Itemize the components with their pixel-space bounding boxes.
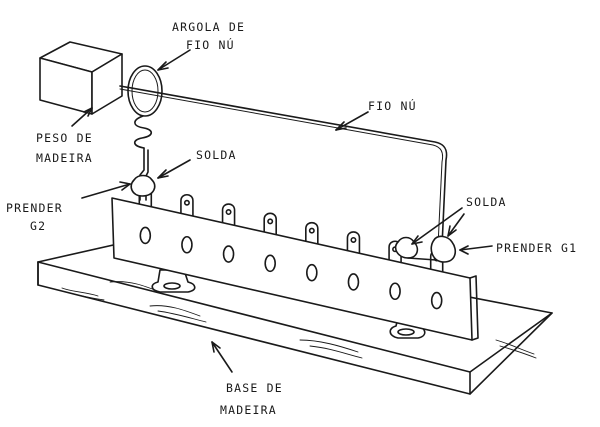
arrow-solda-right-2 (447, 213, 465, 237)
socket-lug (305, 221, 319, 248)
socket-holes (139, 226, 443, 310)
solder-joint-left (130, 174, 156, 197)
socket-lug-eyelet (183, 199, 190, 206)
strip-foot-left (151, 269, 196, 293)
arrow-solda-right-1 (411, 207, 463, 245)
arrow-prender-g1 (459, 245, 493, 251)
bare-wire-ring-assembly (119, 65, 457, 263)
label-prender-g1: PRENDER G1 (496, 241, 577, 255)
label-base-line1: BASE DE (226, 381, 283, 395)
arrow-prender-g2 (81, 183, 131, 199)
arrow-peso (71, 107, 93, 127)
socket-lug-eyelet (308, 227, 315, 234)
arrow-fio-nu (335, 111, 369, 131)
solder-joint-right-2 (430, 235, 457, 263)
labels: ARGOLA DE FIO NÚ FIO NÚ PESO DE MADEIRA … (6, 20, 577, 417)
arrow-solda-left (157, 159, 191, 179)
label-peso-line2: MADEIRA (36, 151, 93, 165)
socket-lug (180, 193, 194, 220)
label-peso-line1: PESO DE (36, 131, 93, 145)
socket-hole (139, 226, 152, 245)
socket-lug-eyelet (225, 209, 232, 216)
socket-hole (222, 245, 235, 263)
socket-lug (346, 231, 361, 257)
leader-arrows (71, 49, 493, 373)
arrow-base (211, 341, 233, 373)
arrow-argola (157, 49, 191, 71)
socket-hole (306, 263, 318, 282)
label-prender-g2-line2: G2 (30, 219, 46, 233)
label-solda-right: SOLDA (466, 195, 507, 209)
solder-joint-right-1 (394, 236, 419, 259)
socket-lug (263, 212, 277, 239)
socket-hole (430, 291, 443, 310)
wooden-weight-block (39, 41, 123, 115)
socket-hole (347, 273, 360, 291)
socket-hole (264, 254, 276, 273)
label-prender-g2-line1: PRENDER (6, 201, 63, 215)
label-argola-line2: FIO NÚ (186, 37, 235, 52)
socket-hole (389, 282, 401, 301)
socket-hole (181, 235, 193, 254)
label-solda-left: SOLDA (196, 148, 237, 162)
socket-lug-eyelet (350, 236, 357, 243)
socket-lug-eyelet (267, 218, 274, 225)
socket-lug (221, 203, 236, 229)
label-argola-line1: ARGOLA DE (172, 20, 245, 34)
label-base-line2: MADEIRA (220, 403, 277, 417)
label-fio-nu: FIO NÚ (368, 98, 417, 113)
